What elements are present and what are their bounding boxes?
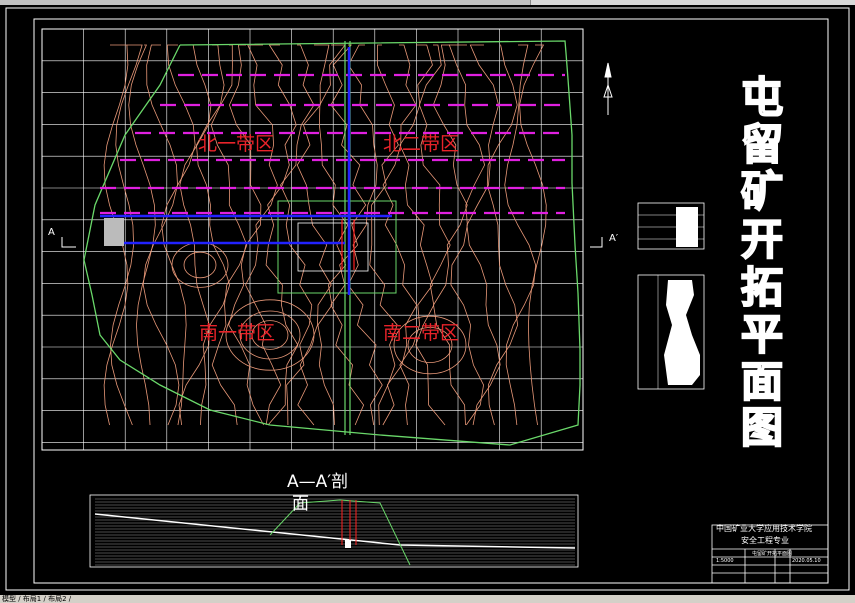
mine-boundary: [83, 40, 581, 446]
toolbar: [0, 0, 855, 5]
magenta-roadways: [100, 73, 565, 215]
toolbar-strip: [0, 0, 531, 5]
shaft-markers: [341, 220, 355, 270]
title-char-7: 面: [740, 357, 784, 406]
title-char-3: 矿: [740, 167, 784, 216]
layout-tabs-bar[interactable]: 模型 ∕ 布局1 ∕ 布局2 ∕: [0, 595, 855, 603]
title-char-1: 屯: [740, 73, 784, 122]
zone-label-north2: 北二带区: [383, 133, 460, 155]
blue-main-roadways: [100, 47, 392, 295]
outer-frame: [5, 7, 850, 591]
drawing-svg: [5, 7, 850, 591]
zone-label-north1: 北一带区: [198, 133, 275, 155]
major-name: 安全工程专业: [741, 536, 789, 545]
contour-lines: [103, 44, 547, 426]
legend-table-2: [637, 274, 705, 390]
zone-label-south1: 南一带区: [199, 322, 276, 344]
section-title: A—A′剖: [287, 472, 349, 492]
map-frame: [41, 28, 584, 451]
title-char-5: 拓: [740, 263, 784, 312]
section-mark-right: A′: [609, 233, 619, 244]
title-char-6: 平: [740, 310, 784, 359]
section-cut-marks: [61, 237, 603, 248]
shaft-pillar-boundary: [297, 222, 369, 272]
section-mark-left: A: [48, 227, 55, 238]
section-profile: [89, 494, 579, 568]
section-title-line2: 面: [292, 494, 309, 514]
cad-drawing-canvas[interactable]: 屯 留 矿 开 拓 平 面 图 北一带区 北二带区 南一带区 南二带区 A A′…: [0, 5, 855, 595]
legend-table-1: [637, 202, 705, 250]
drawing-date: 2020.05.10: [792, 558, 821, 564]
drawing-name: 屯留矿开拓平面图: [752, 551, 793, 557]
industrial-square-boundary: [277, 200, 397, 294]
coordinate-grid: [41, 28, 584, 450]
title-block-frame: [711, 524, 829, 584]
inner-frame: [33, 18, 829, 584]
title-char-8: 图: [740, 403, 784, 452]
title-char-2: 留: [740, 120, 784, 169]
drawing-scale: 1:5000: [716, 558, 734, 564]
title-char-4: 开: [740, 215, 784, 264]
hatched-block: [104, 218, 124, 246]
north-arrow-icon: [603, 62, 613, 115]
zone-label-south2: 南二带区: [383, 322, 460, 344]
school-name: 中国矿业大学应用技术学院: [716, 524, 812, 533]
layout-tabs-text[interactable]: 模型 ∕ 布局1 ∕ 布局2 ∕: [2, 595, 72, 603]
